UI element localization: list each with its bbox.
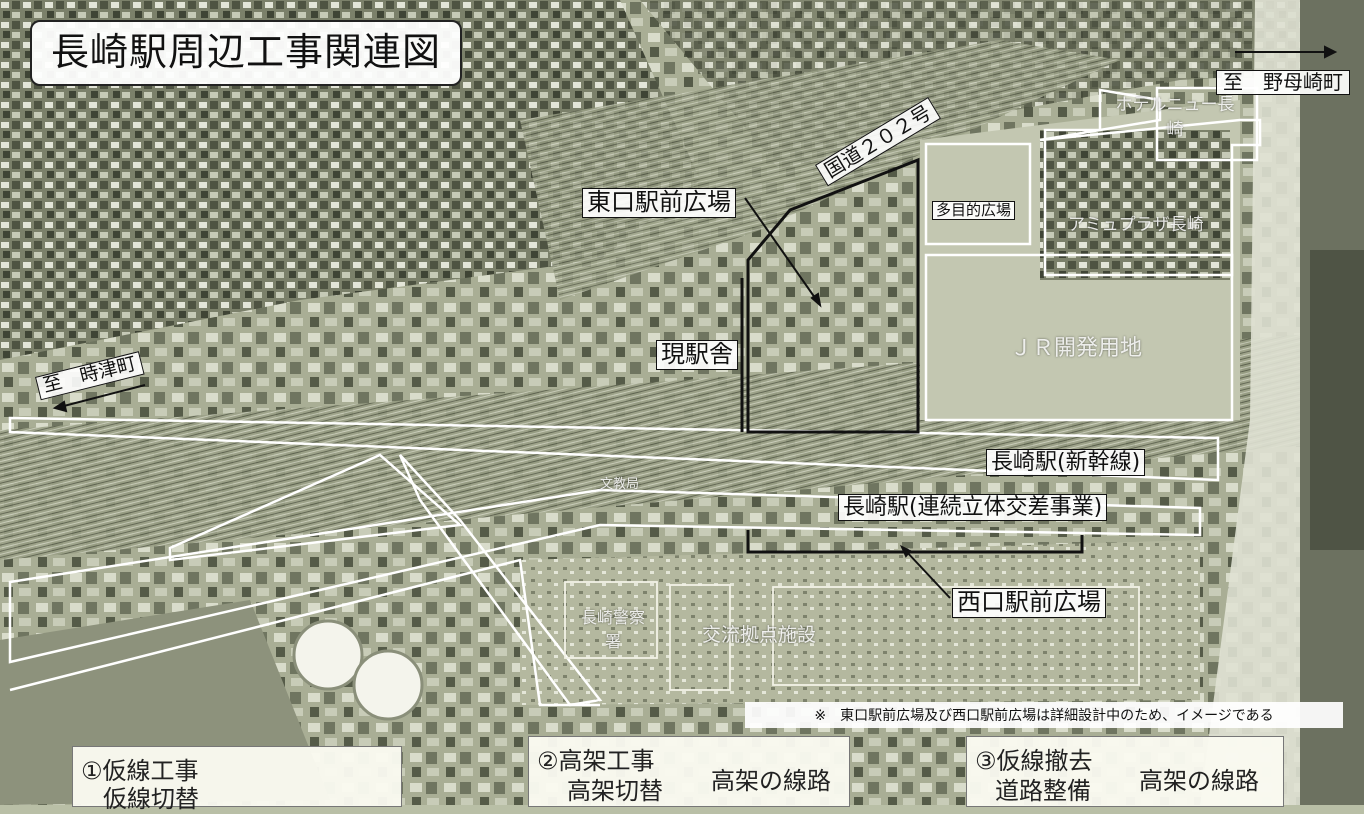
label-bunkyo: 文教局 bbox=[600, 477, 640, 492]
step-2-subtitle: 高架切替 bbox=[567, 777, 663, 805]
label-current-station: 現駅舎 bbox=[656, 340, 738, 370]
label-police: 長崎警察署 bbox=[580, 608, 645, 651]
design-note: ※ 東口駅前広場及び西口駅前広場は詳細設計中のため、イメージである bbox=[745, 702, 1343, 728]
step-2-title: ②高架工事 bbox=[537, 747, 655, 775]
step-3-title: ③仮線撤去 bbox=[975, 747, 1093, 775]
label-jr-development: ＪＲ開発用地 bbox=[1010, 336, 1143, 361]
step-3-elevated-track: 高架の線路 bbox=[1139, 767, 1259, 795]
label-west-plaza: 西口駅前広場 bbox=[952, 588, 1106, 618]
map-title: 長崎駅周辺工事関連図 bbox=[30, 20, 462, 86]
step-1-subtitle: 仮線切替 bbox=[103, 785, 199, 813]
step-2-panel: ②高架工事 高架切替 高架の線路 bbox=[528, 736, 850, 807]
step-2-elevated-track: 高架の線路 bbox=[711, 767, 831, 795]
label-nomozaki: 至 野母崎町 bbox=[1216, 70, 1350, 95]
label-continuous-grade-station: 長崎駅(連続立体交差事業) bbox=[838, 494, 1108, 522]
label-exchange-facility: 交流拠点施設 bbox=[702, 624, 817, 646]
step-1-title: ①仮線工事 bbox=[81, 757, 199, 785]
label-hotel: ホテルニュー長崎 bbox=[1115, 95, 1235, 140]
label-multipurpose-plaza: 多目的広場 bbox=[932, 201, 1016, 221]
label-amu-plaza: アミュプラザ長崎 bbox=[1068, 215, 1204, 235]
step-3-subtitle: 道路整備 bbox=[995, 777, 1091, 805]
step-3-panel: ③仮線撤去 道路整備 高架の線路 bbox=[966, 736, 1284, 807]
label-east-plaza: 東口駅前広場 bbox=[582, 188, 736, 218]
step-1-panel: ①仮線工事 仮線切替 bbox=[72, 746, 402, 813]
label-shinkansen-station: 長崎駅(新幹線) bbox=[986, 449, 1146, 477]
